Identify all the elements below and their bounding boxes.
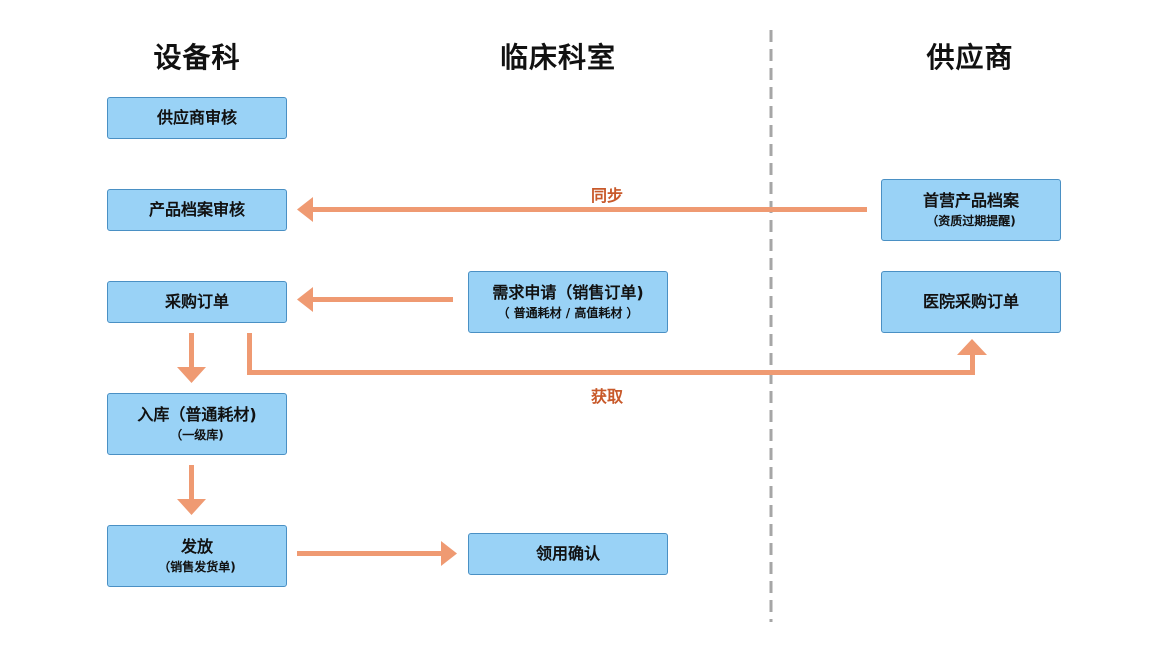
receipt-confirm-box: 领用确认 <box>468 533 668 575</box>
supplier-review-label: 供应商审核 <box>156 108 237 127</box>
first-product-file-sublabel: （资质过期提醒) <box>926 214 1016 228</box>
stock-in-label: 入库（普通耗材) <box>137 405 257 424</box>
requisition-box: 需求申请（销售订单) （ 普通耗材 / 高值耗材 ） <box>468 271 668 333</box>
first-product-file-label: 首营产品档案 <box>922 191 1019 210</box>
column-title-equipment: 设备科 <box>153 41 241 74</box>
dispatch-to-confirm-arrow <box>297 541 457 566</box>
purchase-order-label: 采购订单 <box>164 292 229 311</box>
sync-arrow <box>297 197 867 222</box>
product-file-review-box: 产品档案审核 <box>107 189 287 231</box>
requisition-label: 需求申请（销售订单) <box>492 283 644 302</box>
dispatch-label: 发放 <box>180 537 213 556</box>
dispatch-sublabel: （销售发货单) <box>158 560 236 574</box>
stock-in-sublabel: （一级库) <box>170 428 224 442</box>
requisition-sublabel: （ 普通耗材 / 高值耗材 ） <box>497 306 639 320</box>
edge-label-fetch: 获取 <box>591 387 624 406</box>
order-to-stockin-arrow <box>177 333 206 383</box>
purchase-order-box: 采购订单 <box>107 281 287 323</box>
first-product-file-box: 首营产品档案 （资质过期提醒) <box>881 179 1061 241</box>
requisition-to-order-arrow <box>297 287 453 312</box>
hospital-order-box: 医院采购订单 <box>881 271 1061 333</box>
hospital-order-label: 医院采购订单 <box>922 292 1019 311</box>
stockin-to-dispatch-arrow <box>177 465 206 515</box>
fetch-arrow <box>247 333 987 375</box>
edge-label-sync: 同步 <box>591 186 624 205</box>
dispatch-box: 发放 （销售发货单) <box>107 525 287 587</box>
supplier-review-box: 供应商审核 <box>107 97 287 139</box>
column-title-supplier: 供应商 <box>926 41 1014 74</box>
stock-in-box: 入库（普通耗材) （一级库) <box>107 393 287 455</box>
column-title-clinical: 临床科室 <box>499 41 616 74</box>
product-file-review-label: 产品档案审核 <box>148 200 245 219</box>
receipt-confirm-label: 领用确认 <box>535 544 600 563</box>
